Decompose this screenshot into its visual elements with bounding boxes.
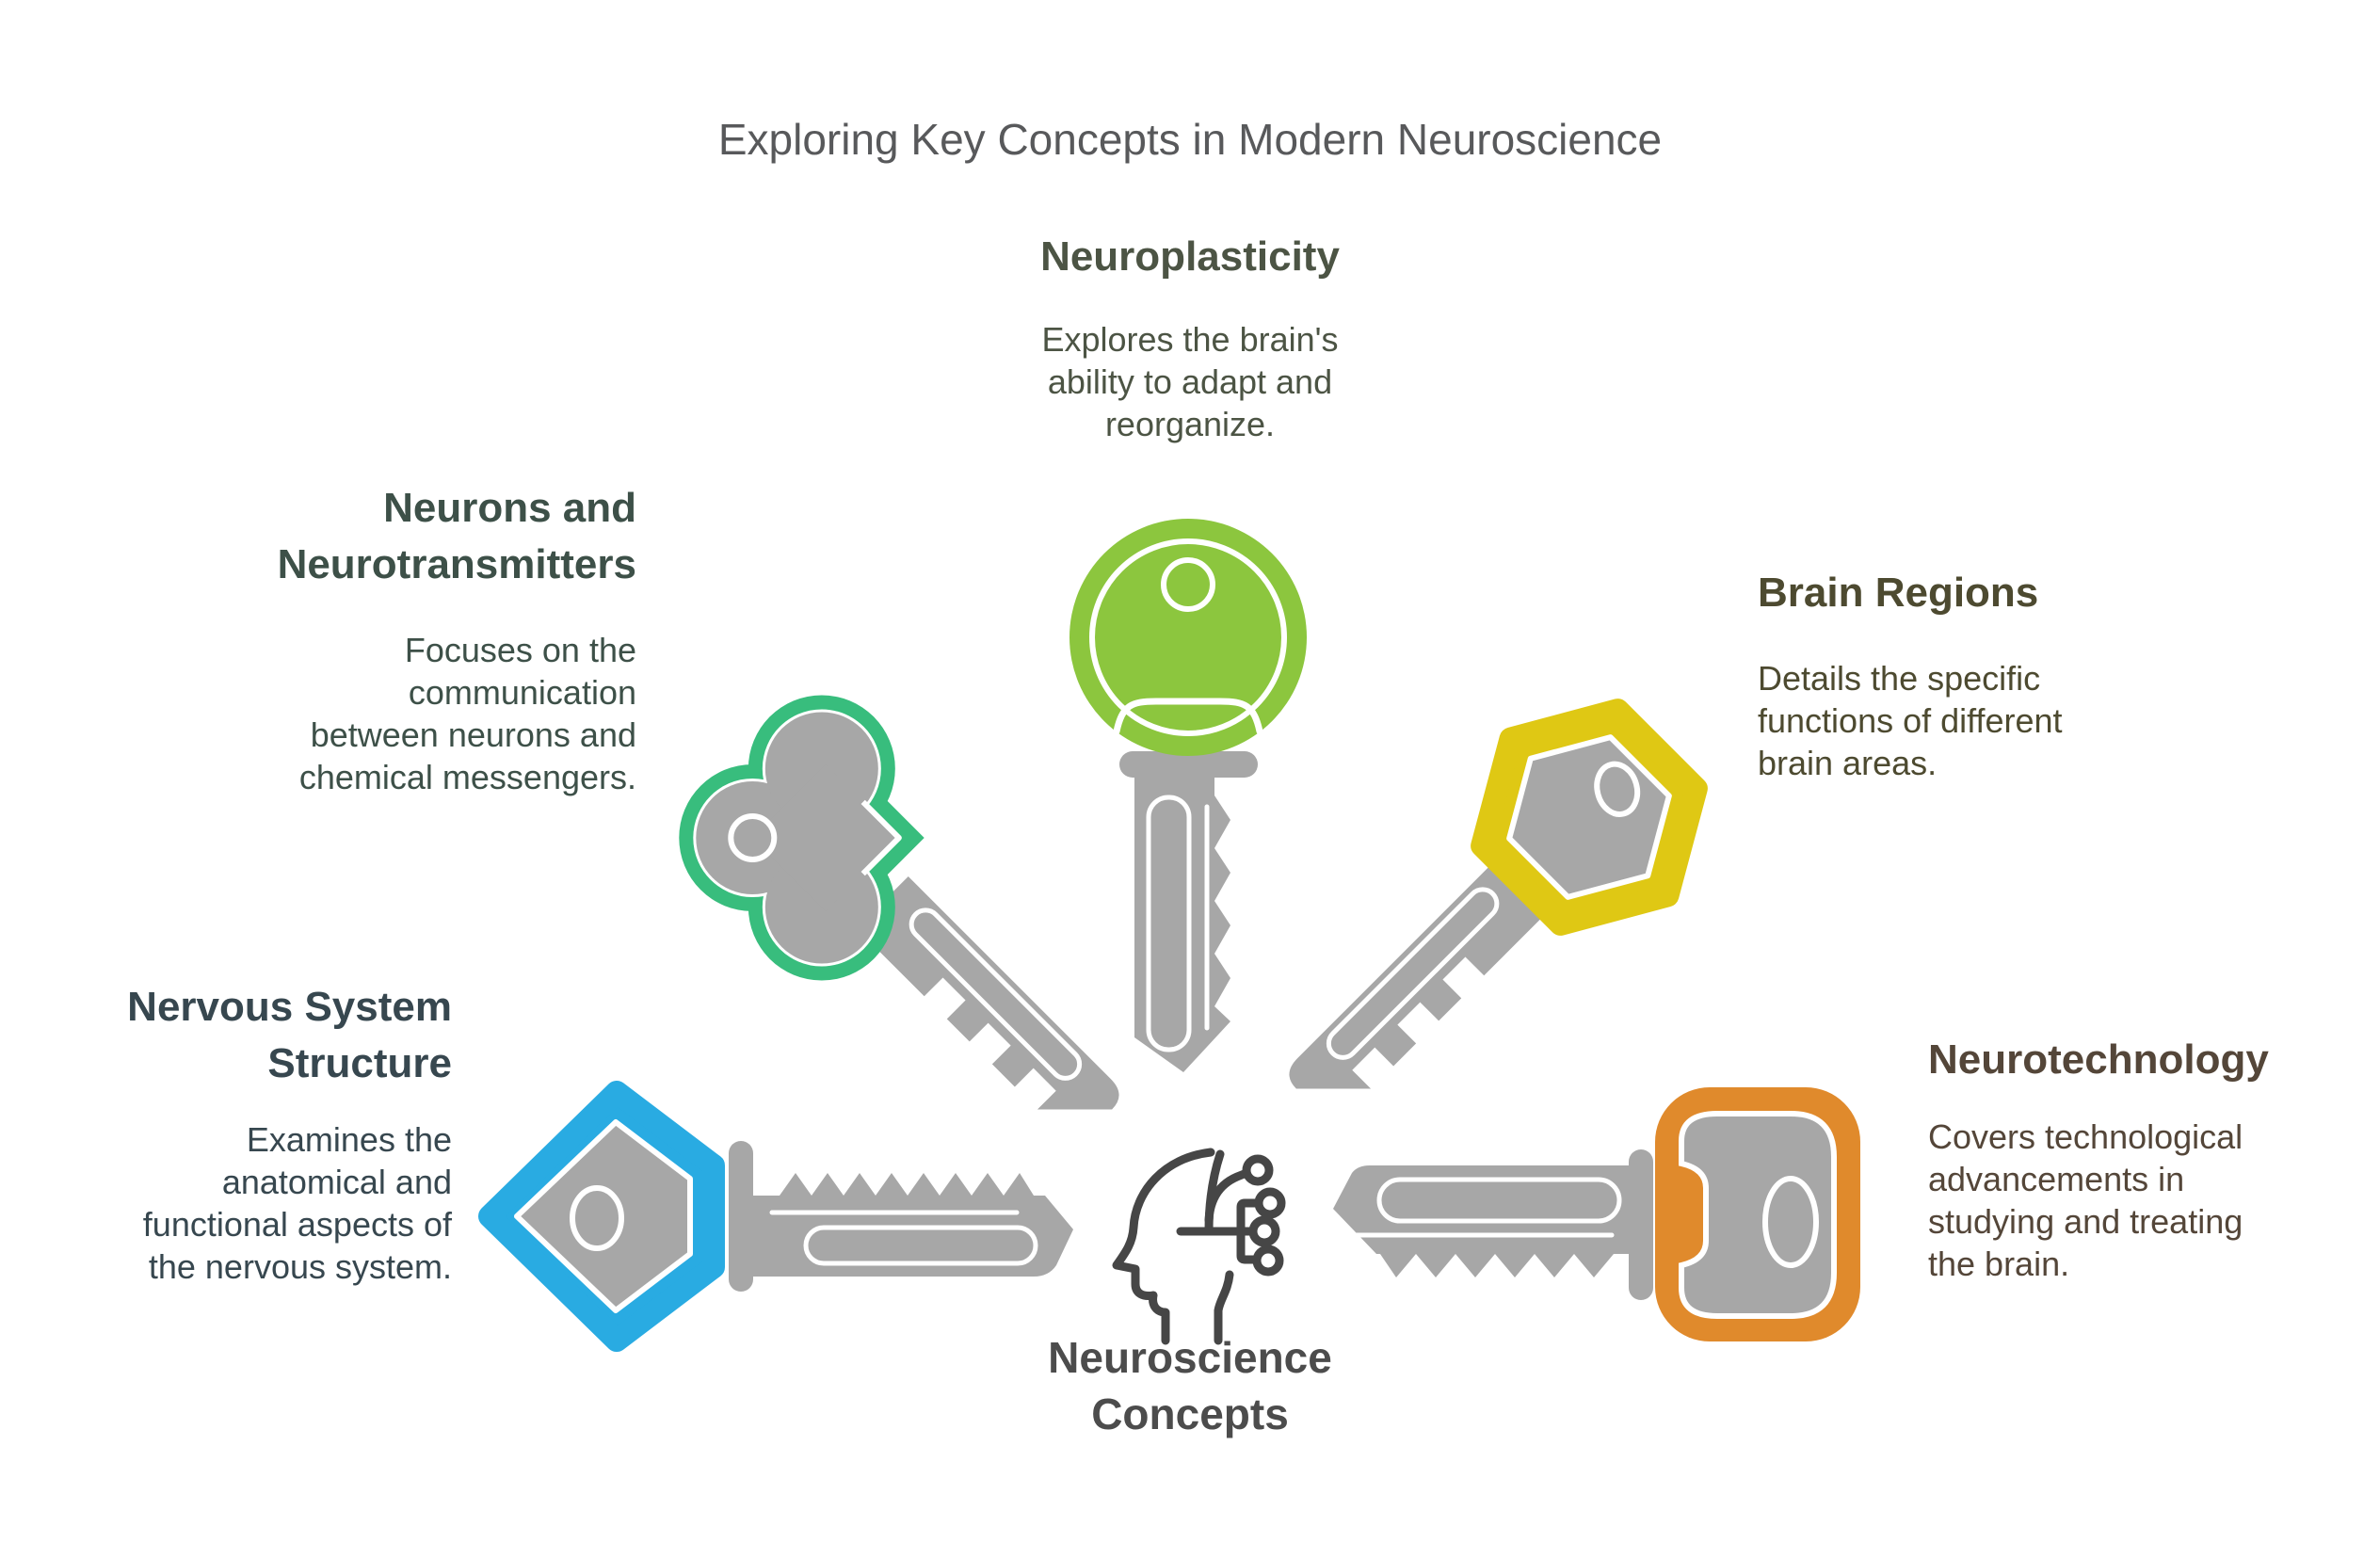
key-neurotechnology <box>1333 1087 1860 1341</box>
circuit-node <box>1254 1187 1286 1219</box>
key-brain-regions <box>1289 699 1708 1089</box>
concept-title-neurons-and-neurotransmitters: Neurons and Neurotransmitters <box>277 485 636 587</box>
head-profile <box>1112 1148 1215 1345</box>
concept-description-brain-regions: Details the specific functions of differ… <box>1758 659 2063 782</box>
concept-description-neurons-and-neurotransmitters: Focuses on the communication between neu… <box>298 631 636 796</box>
keyhole <box>1762 1176 1819 1268</box>
circuit-branch <box>1204 1168 1251 1225</box>
key-collar <box>1119 751 1258 778</box>
key-shaft <box>1289 856 1552 1089</box>
key-collar <box>729 1141 753 1292</box>
key-shaft-slot <box>1326 887 1500 1060</box>
key-shaft-slot <box>803 1225 1038 1266</box>
circuit-node <box>1242 1154 1274 1186</box>
circuit-node <box>1252 1245 1284 1277</box>
circuit-node <box>1248 1215 1280 1247</box>
key-neuroplasticity <box>1069 519 1307 1072</box>
key-nervous-system-structure <box>478 1081 1073 1352</box>
keyhole <box>570 1185 624 1251</box>
key-head-inner <box>1089 538 1287 736</box>
concept-title-nervous-system-structure: Nervous System Structure <box>127 984 452 1086</box>
concept-title-neuroplasticity: Neuroplasticity <box>1040 233 1340 280</box>
head-circuit-icon <box>1112 1148 1286 1345</box>
head-neck <box>1214 1270 1234 1345</box>
key-head-inner <box>860 799 902 876</box>
key-head-bridge <box>1113 698 1263 735</box>
keyhole <box>1594 761 1641 817</box>
key-shaft-slot <box>1146 795 1192 1052</box>
key-shaft-slot <box>1376 1177 1622 1224</box>
concept-description-neurotechnology: Covers technological advancements in stu… <box>1928 1117 2243 1283</box>
key-shaft <box>753 1173 1073 1277</box>
concept-description-nervous-system-structure: Examines the anatomical and functional a… <box>142 1120 452 1286</box>
key-shaft <box>856 876 1119 1110</box>
key-shaft-slot <box>909 907 1083 1081</box>
concept-title-brain-regions: Brain Regions <box>1758 570 2039 616</box>
page-title: Exploring Key Concepts in Modern Neurosc… <box>717 115 1663 164</box>
circuit-branch <box>1236 1227 1261 1264</box>
concept-description-neuroplasticity: Explores the brain's ability to adapt an… <box>1041 320 1339 443</box>
concept-title-neurotechnology: Neurotechnology <box>1928 1036 2269 1083</box>
keyhole <box>728 813 778 862</box>
key-neurons-and-neurotransmitters <box>679 695 1119 1110</box>
center-label: Neuroscience Concepts <box>1048 1333 1332 1438</box>
keyhole <box>1161 557 1215 612</box>
circuit-branch <box>1236 1198 1262 1236</box>
